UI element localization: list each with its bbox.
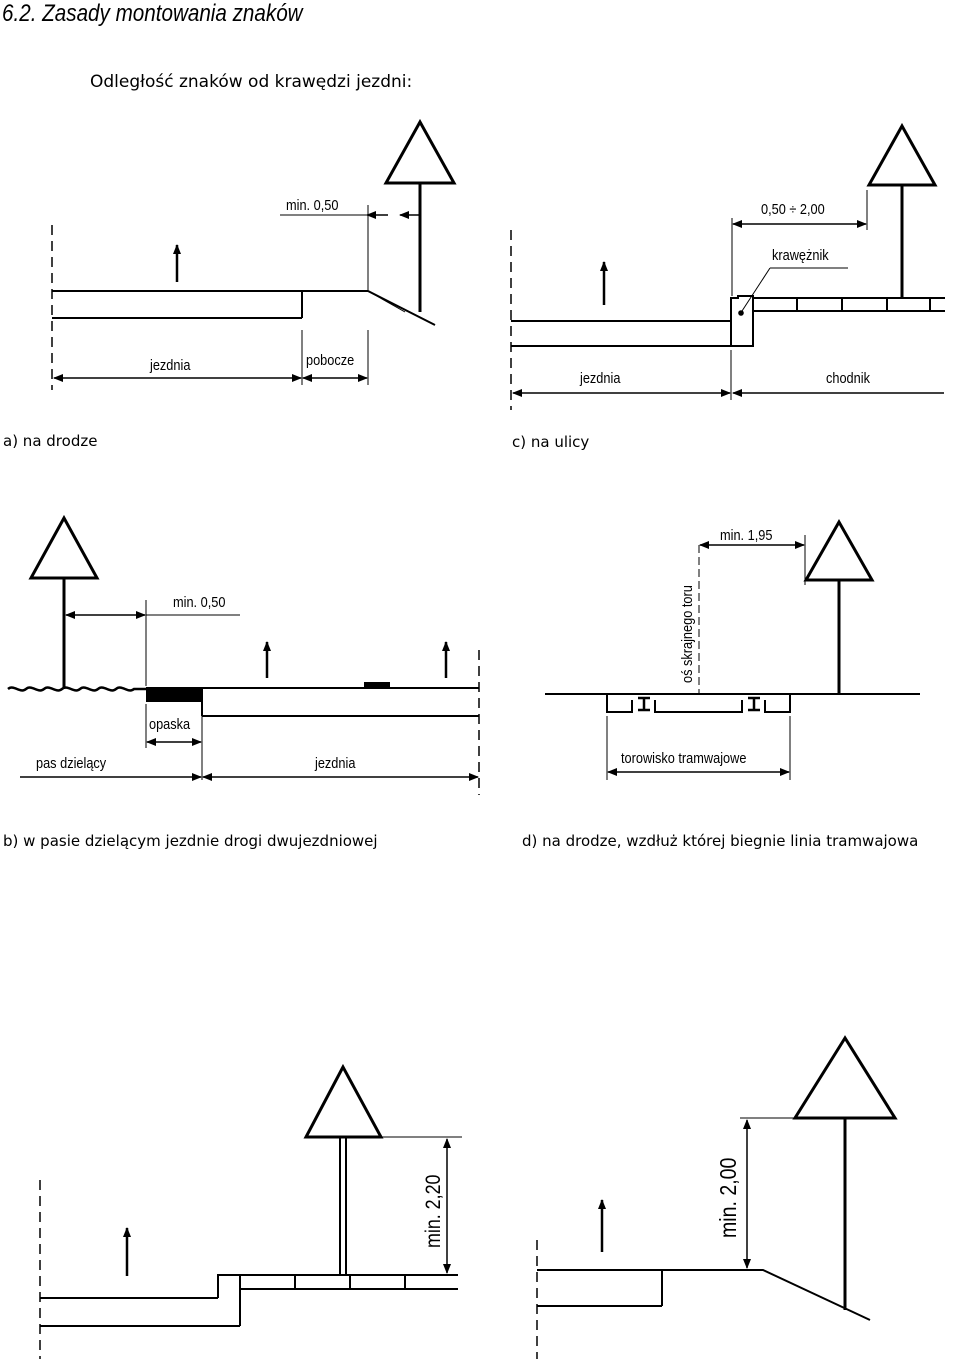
diagram-b-dimension: min. 0,50: [173, 594, 226, 611]
section-subtitle: Odległość znaków od krawędzi jezdni:: [90, 72, 413, 92]
diagram-d-tramway-label: torowisko tramwajowe: [621, 750, 747, 767]
diagram-b-band-label: opaska: [149, 716, 191, 733]
diagram-a-dimension: min. 0,50: [286, 197, 339, 214]
diagram-c-curb-label: krawężnik: [772, 247, 829, 264]
page-title: 6.2. Zasady montowania znaków: [2, 0, 303, 27]
diagram-b-roadway-label: jezdnia: [315, 755, 356, 772]
diagram-c-sidewalk-label: chodnik: [826, 370, 870, 387]
diagram-c: [510, 122, 945, 410]
diagram-a-shoulder-label: pobocze: [306, 352, 355, 369]
diagram-d-dimension: min. 1,95: [720, 527, 773, 544]
diagram-d: [545, 518, 920, 780]
diagram-b: [7, 514, 480, 795]
diagram-a-caption: a) na drodze: [3, 432, 98, 450]
diagram-f: [536, 1035, 898, 1359]
diagram-a-roadway-label: jezdnia: [150, 357, 191, 374]
diagram-e: [39, 1063, 462, 1359]
diagram-c-roadway-label: jezdnia: [580, 370, 621, 387]
diagram-c-dimension: 0,50 ÷ 2,00: [761, 201, 825, 218]
diagram-b-caption: b) w pasie dzielącym jezdnie drogi dwuje…: [3, 832, 378, 850]
diagram-f-height-label: min. 2,00: [715, 1157, 741, 1238]
diagram-b-divider-label: pas dzielący: [36, 755, 107, 772]
diagram-c-caption: c) na ulicy: [512, 433, 590, 451]
diagram-e-height-label: min. 2,20: [422, 1174, 445, 1248]
diagram-d-caption: d) na drodze, wzdłuż której biegnie lini…: [522, 832, 919, 850]
diagram-d-track-axis-label: oś skrajnego toru: [679, 585, 696, 683]
diagram-a: [51, 118, 457, 390]
